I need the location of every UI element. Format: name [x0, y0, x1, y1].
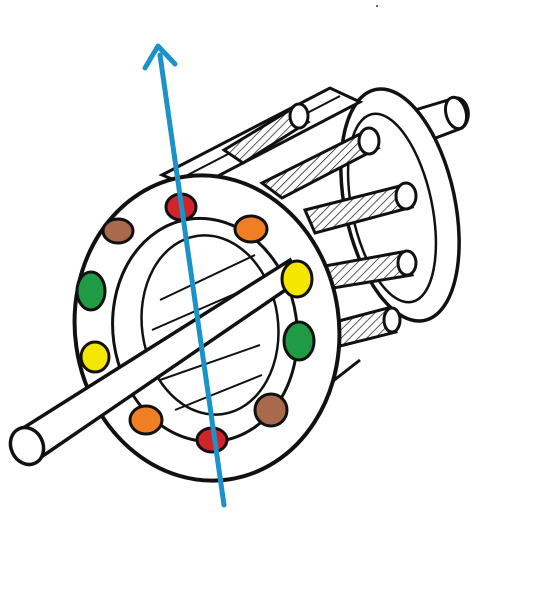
conductor-green [282, 320, 316, 362]
conductor-brown [253, 392, 289, 428]
rotor-bar [302, 181, 418, 235]
conductor-brown [101, 217, 135, 245]
conductor-orange [128, 404, 164, 436]
arrowhead-icon [142, 43, 178, 71]
rotor-bar [221, 102, 311, 165]
conductor-yellow [79, 340, 111, 374]
rotor-bars [221, 102, 418, 348]
conductor-slots [75, 192, 316, 454]
arrow-shaft [157, 52, 227, 508]
rotor-bar [333, 306, 402, 348]
speck [376, 5, 378, 7]
axis-arrow [142, 43, 227, 508]
rotor-bar [259, 126, 381, 200]
conductor-orange [233, 214, 269, 244]
conductor-yellow [280, 259, 314, 299]
conductor-green [75, 270, 107, 312]
